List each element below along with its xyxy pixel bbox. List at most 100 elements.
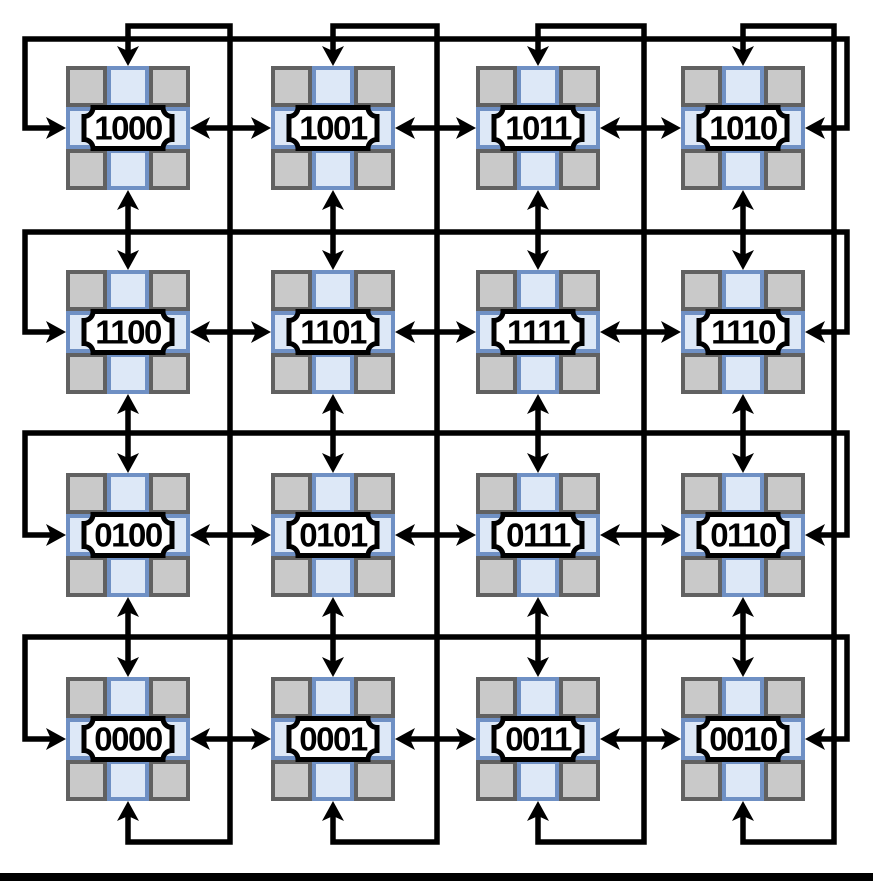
plaque-ticket-shape	[696, 512, 790, 558]
node-plaque: 1111	[491, 309, 585, 356]
arrowhead	[190, 728, 210, 750]
node-id-label: 0110	[710, 516, 777, 554]
node-id-label: 1001	[299, 109, 368, 147]
arrowhead	[527, 657, 549, 677]
arrowhead	[527, 190, 549, 210]
plaque-ticket-shape	[81, 309, 175, 355]
port-tile-south	[107, 759, 149, 801]
arrowhead	[117, 46, 139, 66]
port-tile-north	[722, 473, 764, 515]
corner-tile	[66, 555, 108, 597]
corner-tile	[476, 677, 518, 719]
corner-tile	[681, 759, 723, 801]
port-tile-south	[517, 759, 559, 801]
plaque-ticket-shape	[491, 309, 585, 355]
node-1000: 1000	[66, 66, 190, 190]
arrowhead	[732, 453, 754, 473]
corner-tile	[681, 677, 723, 719]
corner-tile	[66, 66, 108, 108]
node-0010: 0010	[681, 677, 805, 801]
node-plaque: 0001	[286, 716, 380, 763]
corner-tile	[353, 352, 395, 394]
node-id-label: 0100	[94, 516, 163, 554]
bottom-rule	[0, 873, 873, 881]
arrowhead	[732, 250, 754, 270]
node-plaque: 0010	[696, 716, 790, 763]
node-id-label: 0011	[505, 720, 572, 758]
corner-tile	[476, 66, 518, 108]
corner-tile	[558, 148, 600, 190]
arrowhead	[805, 117, 825, 139]
corner-tile	[66, 677, 108, 719]
node-id-label: 0000	[94, 720, 163, 758]
arrowhead	[46, 117, 66, 139]
port-tile-south	[107, 555, 149, 597]
plaque-ticket-shape	[286, 716, 380, 762]
corner-tile	[353, 270, 395, 312]
corner-tile	[353, 677, 395, 719]
plaque-ticket-shape	[286, 309, 380, 355]
corner-tile	[763, 270, 805, 312]
port-tile-south	[517, 148, 559, 190]
wraparound-col-2	[535, 23, 647, 845]
corner-tile	[353, 759, 395, 801]
corner-tile	[353, 66, 395, 108]
arrowhead	[527, 597, 549, 617]
corner-tile	[148, 759, 190, 801]
node-id-label: 1101	[300, 313, 367, 351]
node-plaque: 1000	[81, 105, 175, 152]
corner-tile	[558, 677, 600, 719]
corner-tile	[66, 352, 108, 394]
corner-tile	[271, 473, 313, 515]
arrowhead	[322, 46, 344, 66]
corner-tile	[681, 66, 723, 108]
plaque-ticket-shape	[286, 105, 380, 151]
node-0101: 0101	[271, 473, 395, 597]
node-plaque: 0000	[81, 716, 175, 763]
arrowhead	[322, 597, 344, 617]
corner-tile	[763, 66, 805, 108]
wraparound-col-3	[740, 23, 837, 845]
port-tile-south	[312, 555, 354, 597]
node-id-label: 0001	[299, 720, 368, 758]
arrowhead	[732, 597, 754, 617]
corner-tile	[681, 352, 723, 394]
node-0011: 0011	[476, 677, 600, 801]
port-tile-north	[517, 473, 559, 515]
arrowhead	[395, 524, 415, 546]
arrowhead	[46, 728, 66, 750]
arrowhead	[117, 597, 139, 617]
node-plaque: 0011	[491, 716, 585, 763]
node-plaque: 1001	[286, 105, 380, 152]
arrowhead	[732, 657, 754, 677]
corner-tile	[763, 555, 805, 597]
plaque-ticket-shape	[81, 716, 175, 762]
arrowhead	[322, 801, 344, 821]
arrowhead	[322, 657, 344, 677]
node-1110: 1110	[681, 270, 805, 394]
port-tile-south	[517, 555, 559, 597]
arrowhead	[805, 321, 825, 343]
arrowhead	[190, 117, 210, 139]
corner-tile	[476, 759, 518, 801]
corner-tile	[681, 473, 723, 515]
corner-tile	[148, 473, 190, 515]
arrowhead	[661, 117, 681, 139]
arrowhead	[117, 657, 139, 677]
node-1011: 1011	[476, 66, 600, 190]
arrowhead	[805, 524, 825, 546]
port-tile-south	[722, 148, 764, 190]
port-tile-north	[107, 270, 149, 312]
node-id-label: 1010	[709, 109, 778, 147]
arrowhead	[117, 453, 139, 473]
wraparound-col-0	[125, 23, 233, 845]
node-plaque: 0100	[81, 512, 175, 559]
corner-tile	[271, 270, 313, 312]
corner-tile	[148, 677, 190, 719]
plaque-ticket-shape	[81, 512, 175, 558]
corner-tile	[681, 270, 723, 312]
arrowhead	[600, 524, 620, 546]
port-tile-north	[517, 66, 559, 108]
port-tile-south	[312, 148, 354, 190]
